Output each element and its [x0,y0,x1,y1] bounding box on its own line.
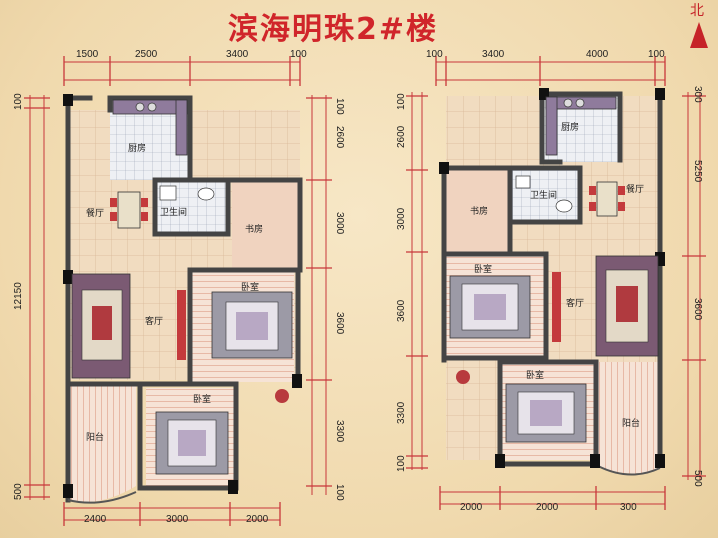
left-dim-left-2: 12150 [13,282,24,310]
right-dim-right-1: 300 [692,86,703,103]
right-room-living: 客厅 [566,297,584,309]
right-room-bedroom1: 卧室 [474,263,492,275]
right-unit-plan: 100 3400 4000 100 2000 2000 300 100 2600… [396,49,706,513]
left-room-bedroom2: 卧室 [193,393,211,405]
right-kitchen-counter [545,96,617,156]
left-room-living: 客厅 [145,315,163,327]
left-bedroom1-bed [211,291,293,359]
left-unit-plan: 1500 2500 3400 100 2400 3000 2000 100 12… [13,49,345,526]
left-dim-top-2: 2500 [135,49,158,60]
right-room-bedroom2: 卧室 [526,369,544,381]
right-dim-left-3: 3000 [396,207,407,230]
left-room-study: 书房 [245,223,263,235]
left-room-bedroom1: 卧室 [241,281,259,293]
left-dim-top-3: 3400 [226,49,249,60]
left-room-kitchen: 厨房 [128,142,146,154]
left-dim-right-2: 2600 [334,126,345,149]
building-title: 滨海明珠2#楼 [228,12,439,47]
north-label: 北 [690,3,704,19]
left-dim-left-1: 100 [13,93,24,110]
left-dining-table [110,191,148,229]
right-room-bath: 卫生间 [530,189,557,201]
right-bedroom1-bed [449,275,531,339]
right-dim-left-6: 100 [396,455,407,472]
right-room-study: 书房 [470,205,488,217]
left-dim-bottom-3: 2000 [246,514,269,525]
right-dim-left-4: 3600 [396,299,407,322]
left-dim-right-6: 100 [334,484,345,501]
left-dim-right-4: 3600 [334,312,345,335]
right-study-floor [446,170,508,252]
right-dim-left-1: 100 [396,93,407,110]
left-study-floor [232,182,298,268]
left-dim-bottom-2: 3000 [166,514,189,525]
right-bedroom2-bed [505,383,587,443]
right-dim-right-2: 5250 [692,160,703,183]
right-dim-left-2: 2600 [396,125,407,148]
right-living-sofa [552,255,659,357]
left-room-balcony: 阳台 [86,431,104,443]
left-dim-left-3: 500 [13,483,24,500]
right-dim-top-2: 3400 [482,49,505,60]
left-bath-fixtures [159,185,215,201]
left-dim-right-5: 3300 [334,420,345,443]
right-plant-icon [456,370,470,384]
right-dim-bottom-3: 300 [620,502,637,513]
right-room-dining: 餐厅 [626,183,644,195]
right-dining-table [589,181,625,217]
left-dim-right-1: 100 [334,98,345,115]
right-dim-right-3: 3600 [692,298,703,321]
right-bath-fixtures [515,175,573,213]
right-dim-left-5: 3300 [396,401,407,424]
right-dim-right-4: 500 [692,470,703,487]
left-dim-right-3: 3000 [334,212,345,235]
right-dim-bottom-1: 2000 [460,502,483,513]
left-kitchen-counter [112,99,188,156]
left-room-dining: 餐厅 [86,207,104,219]
right-room-balcony: 阳台 [622,417,640,429]
left-dim-top-4: 100 [290,49,307,60]
right-dim-top-3: 4000 [586,49,609,60]
left-plant-icon [275,389,289,403]
right-dim-top-1: 100 [426,49,443,60]
left-dim-top-1: 1500 [76,49,99,60]
right-room-kitchen: 厨房 [561,121,579,133]
right-dim-top-4: 100 [648,49,665,60]
left-dim-bottom-1: 2400 [84,514,107,525]
left-room-bath: 卫生间 [160,206,187,218]
right-balcony-floor [598,362,662,474]
left-bedroom2-bed [155,411,229,475]
north-arrow-icon [690,22,708,48]
left-balcony-floor [66,386,136,503]
right-dim-bottom-2: 2000 [536,502,559,513]
left-living-sofa [71,273,186,379]
